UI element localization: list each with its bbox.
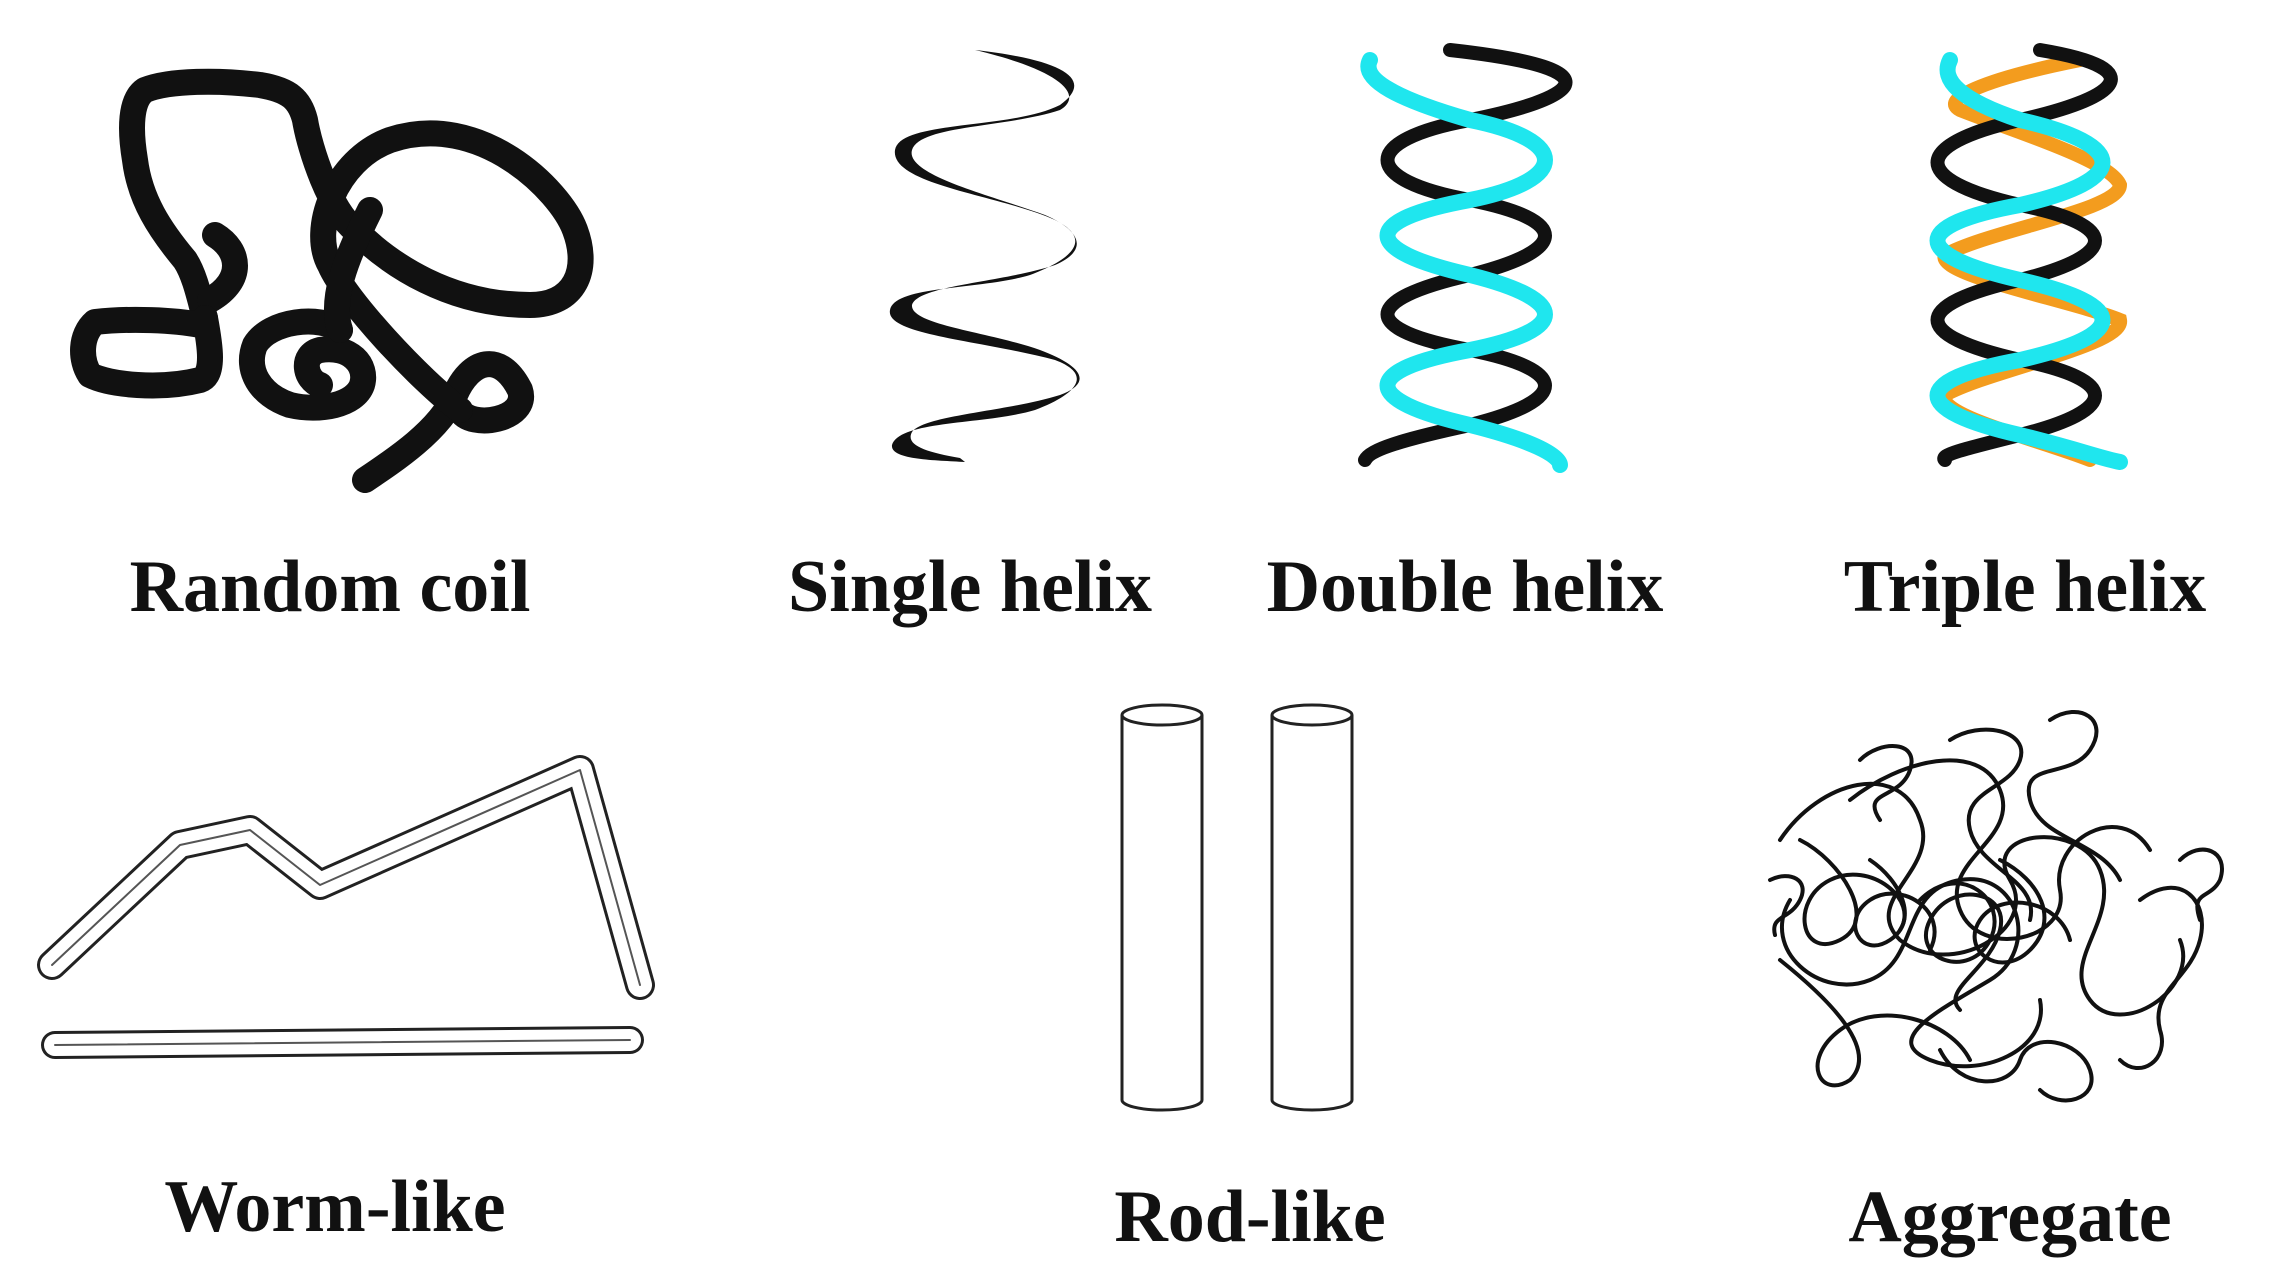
double-helix-cyan-strand	[1360, 52, 1568, 473]
worm-like-shape	[37, 755, 655, 1059]
aggregate-shape	[1768, 709, 2224, 1103]
label-random-coil: Random coil	[129, 546, 531, 628]
label-single-helix: Single helix	[788, 546, 1152, 628]
rod-left	[1120, 703, 1204, 1112]
double-helix-shape	[1358, 43, 1573, 473]
label-double-helix: Double helix	[1266, 546, 1664, 628]
label-aggregate: Aggregate	[1848, 1176, 2172, 1258]
random-coil-shape	[70, 68, 594, 493]
double-helix-black-strand	[1358, 43, 1573, 467]
label-triple-helix: Triple helix	[1843, 546, 2207, 628]
rod-like-shape	[1120, 703, 1354, 1112]
single-helix-shape	[889, 50, 1080, 462]
triple-helix-cyan-strand	[1929, 52, 2128, 470]
label-worm-like: Worm-like	[164, 1166, 506, 1248]
triple-helix-shape	[1929, 43, 2128, 470]
rod-right	[1270, 703, 1354, 1112]
label-rod-like: Rod-like	[1114, 1176, 1386, 1258]
